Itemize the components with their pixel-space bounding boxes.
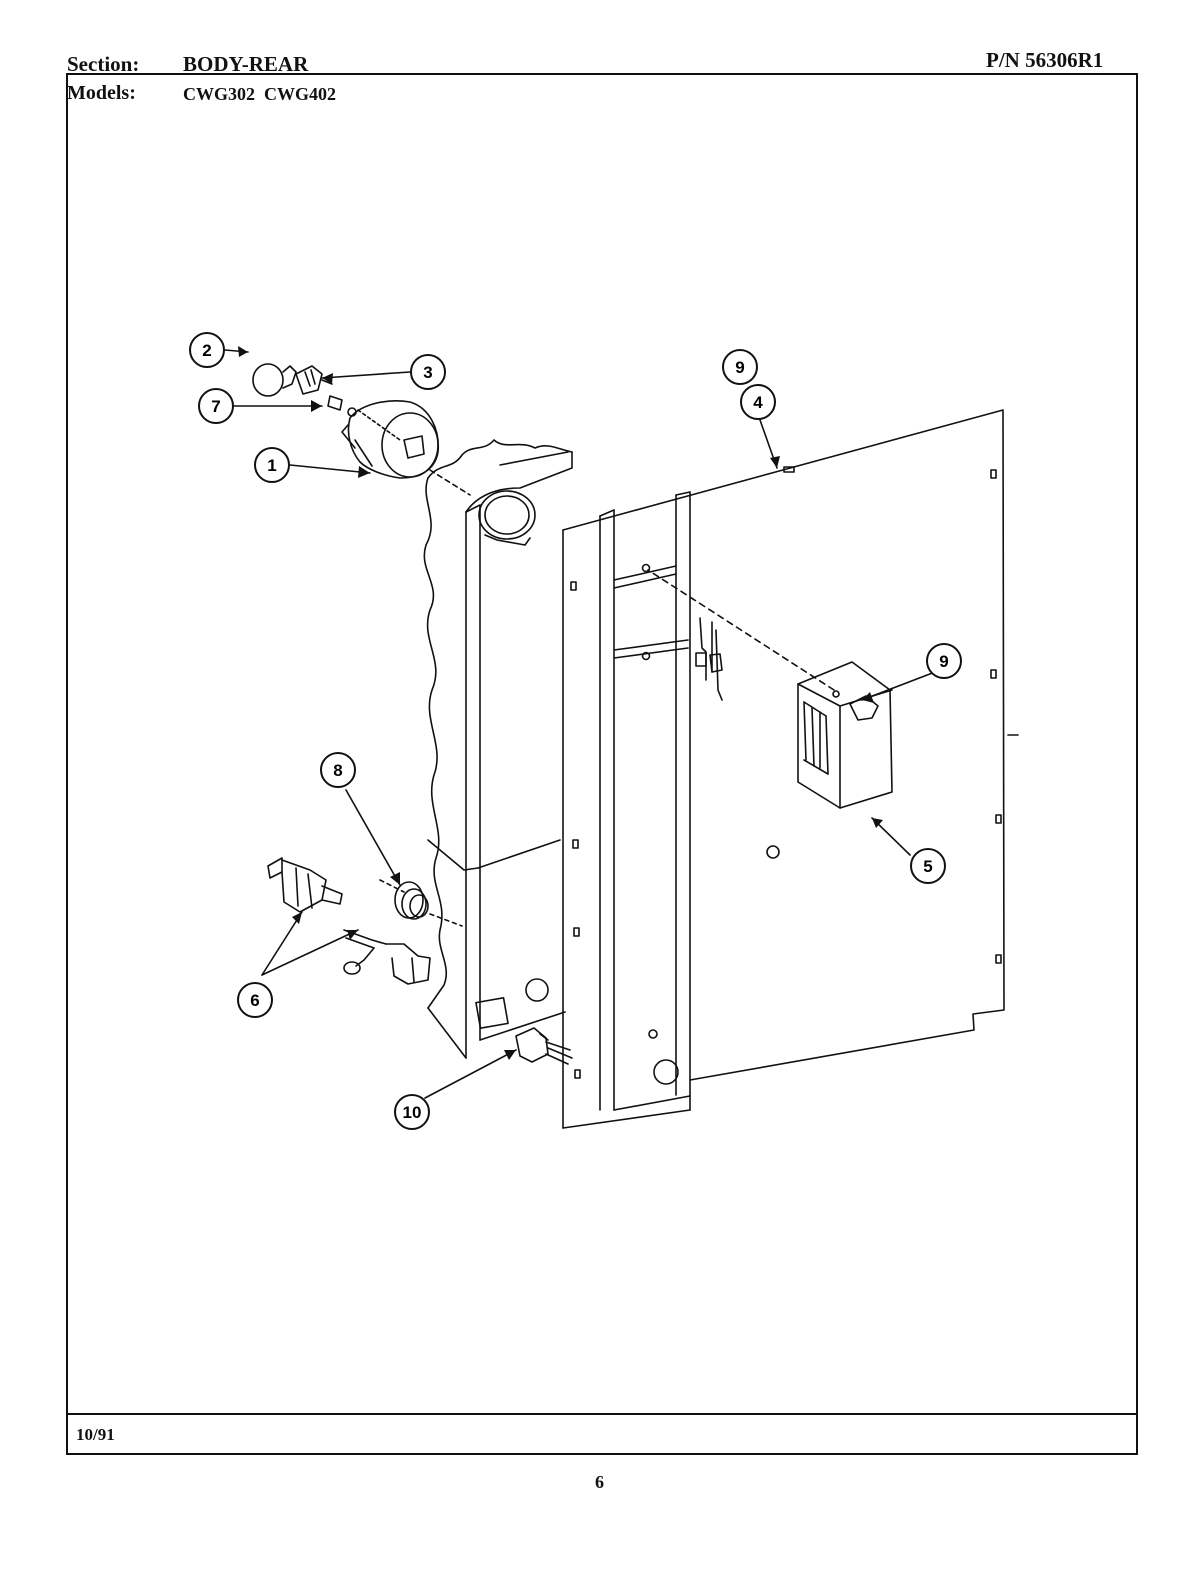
lamp-assembly	[252, 363, 471, 496]
page-number: 6	[595, 1472, 604, 1492]
svg-text:2: 2	[202, 341, 211, 360]
svg-text:8: 8	[333, 761, 342, 780]
svg-text:6: 6	[250, 991, 259, 1010]
wire-clip	[695, 617, 723, 701]
svg-text:9: 9	[735, 358, 744, 377]
svg-text:3: 3	[423, 363, 432, 382]
callout-5: 5	[910, 848, 946, 884]
callout-1: 1	[254, 447, 290, 483]
rear-panel	[562, 409, 1019, 1129]
door-switch	[647, 569, 893, 809]
diagram-frame	[66, 73, 1138, 1455]
footer-date: 10/91	[76, 1425, 115, 1444]
footer-divider	[66, 1413, 1138, 1415]
callout-9-top: 9	[722, 349, 758, 385]
callout-3: 3	[410, 354, 446, 390]
cabinet-side-panel	[423, 439, 573, 1059]
svg-text:9: 9	[939, 652, 948, 671]
svg-text:7: 7	[211, 397, 220, 416]
svg-text:1: 1	[267, 456, 276, 475]
models-value: CWG302 CWG402	[183, 84, 336, 104]
svg-text:10: 10	[403, 1103, 422, 1122]
svg-text:5: 5	[923, 857, 932, 876]
callout-7: 7	[198, 388, 234, 424]
leader-arrowheads	[238, 346, 883, 1060]
callout-10: 10	[394, 1094, 430, 1130]
callout-group: 1 2 3 4 5 6 7 8 9 9 10	[189, 332, 962, 1130]
grommet	[379, 879, 463, 927]
section-label: Section:	[67, 52, 140, 76]
callout-6: 6	[237, 982, 273, 1018]
callout-8: 8	[320, 752, 356, 788]
callout-4: 4	[740, 384, 776, 420]
callout-2: 2	[189, 332, 225, 368]
svg-text:4: 4	[753, 393, 763, 412]
models-label: Models:	[67, 82, 136, 104]
part-number: P/N 56306R1	[986, 48, 1104, 72]
leader-lines	[224, 349, 936, 1099]
callout-9-switch: 9	[926, 643, 962, 679]
power-cord	[515, 1027, 573, 1065]
plug-sensor	[267, 857, 431, 985]
section-value: BODY-REAR	[183, 52, 309, 76]
